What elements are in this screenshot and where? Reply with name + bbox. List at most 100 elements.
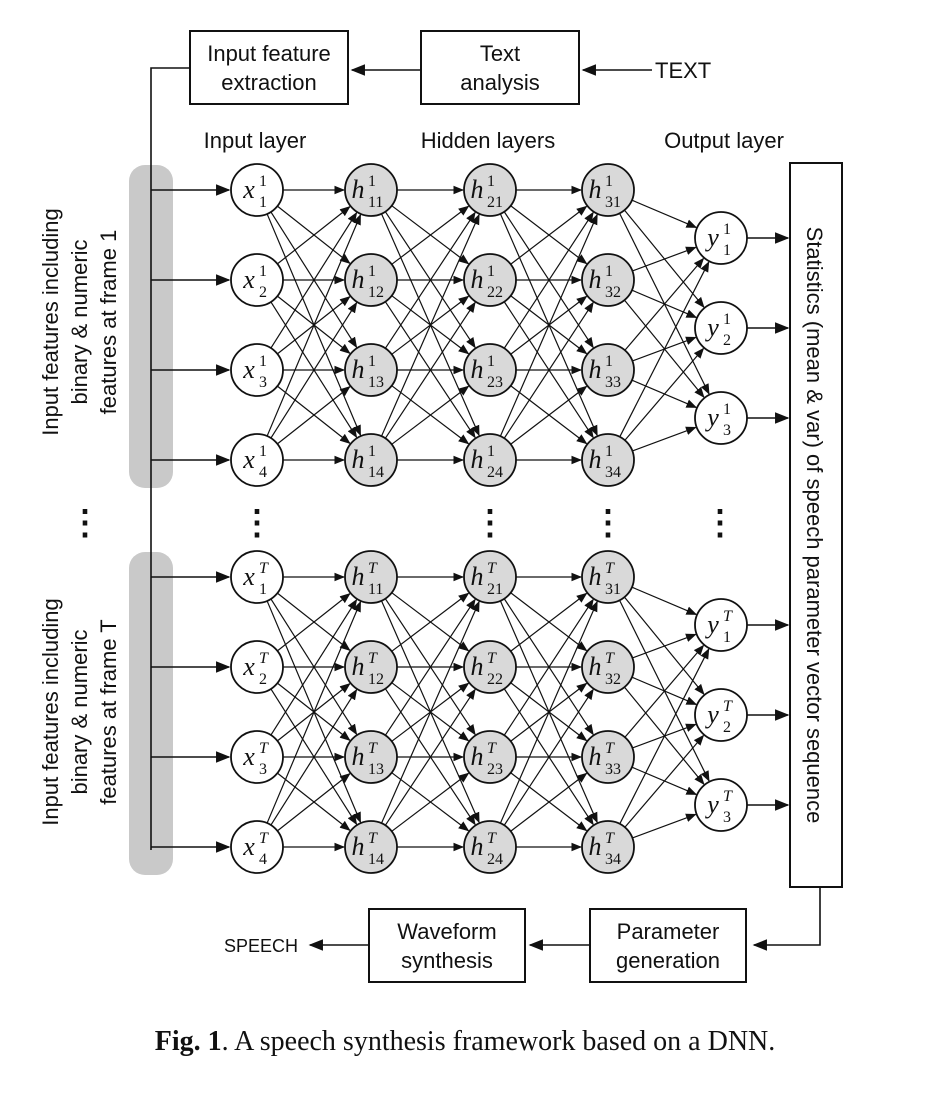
node-circle: [463, 253, 517, 307]
node-superscript: T: [723, 698, 733, 715]
node-superscript: 1: [605, 353, 613, 370]
figure-caption: Fig. 1. A speech synthesis framework bas…: [0, 1026, 930, 1058]
node-circle: [694, 778, 748, 832]
text-analysis-line1: Text: [480, 41, 520, 66]
node-superscript: 1: [605, 173, 613, 190]
connection-edge: [266, 213, 362, 437]
node-circle: [230, 640, 284, 694]
node-circle: [230, 163, 284, 217]
stats-to-generation-arrow: [752, 887, 821, 951]
node-base-label: y: [704, 223, 719, 252]
node-superscript: 1: [259, 353, 267, 370]
connection-edge: [270, 211, 358, 349]
node-subscript: 34: [605, 851, 621, 868]
connection-edge: [510, 385, 588, 445]
input-feature-extraction-box: [189, 30, 349, 105]
connection-edge: [499, 213, 598, 437]
connections-frame-1: [151, 184, 790, 466]
node-superscript: 1: [368, 443, 376, 460]
node-superscript: 1: [723, 221, 731, 238]
node-circle: [230, 433, 284, 487]
node-circle: [230, 253, 284, 307]
node-superscript: T: [605, 650, 615, 667]
frameT-label-line3: features at frame T: [96, 619, 121, 804]
node-circle: [581, 433, 635, 487]
node-circle: [344, 820, 398, 874]
node-base-label: x: [242, 652, 255, 681]
node-base-label: h: [471, 445, 484, 474]
connection-edge: [632, 246, 697, 272]
node-superscript: 1: [605, 263, 613, 280]
connection-edge: [632, 633, 697, 659]
node-superscript: T: [259, 560, 269, 577]
node-subscript: 1: [259, 581, 267, 598]
hidden-layers-header: Hidden layers: [421, 128, 556, 153]
waveform-synthesis-box: [368, 908, 526, 983]
frame1-label-line3: features at frame 1: [96, 230, 121, 415]
connection-edge: [380, 213, 480, 437]
node-base-label: h: [471, 175, 484, 204]
node-base-label: h: [589, 832, 602, 861]
caption-text: . A speech synthesis framework based on …: [221, 1026, 776, 1057]
ellipsis-hidden: ⋮: [473, 505, 507, 542]
node-base-label: y: [704, 403, 719, 432]
connection-edge: [380, 600, 480, 824]
node-subscript: 32: [605, 284, 621, 301]
extraction-line2: extraction: [221, 70, 316, 95]
node-circle: [694, 211, 748, 265]
node-circle: [581, 253, 635, 307]
connection-edge: [266, 600, 362, 824]
node-circle: [344, 730, 398, 784]
node-subscript: 31: [605, 581, 621, 598]
node-superscript: T: [259, 650, 269, 667]
node-base-label: x: [242, 832, 255, 861]
connection-edge: [631, 199, 698, 228]
node-superscript: T: [368, 740, 378, 757]
node-superscript: T: [368, 560, 378, 577]
connection-edge: [499, 600, 598, 824]
node-base-label: h: [352, 742, 365, 771]
node-circle: [344, 433, 398, 487]
statistics-label-group: Statistics (mean & var) of speech parame…: [802, 227, 827, 824]
node-superscript: 1: [487, 443, 495, 460]
node-superscript: T: [487, 560, 497, 577]
frameT-label-line2: binary & numeric: [67, 629, 92, 794]
connection-edge: [510, 205, 588, 265]
node-subscript: 2: [259, 284, 267, 301]
connection-edge: [503, 598, 594, 736]
connection-edge: [277, 773, 351, 832]
text-analysis-box: [420, 30, 580, 105]
connection-edge: [391, 772, 470, 832]
connection-edge: [270, 598, 358, 736]
node-superscript: T: [259, 830, 269, 847]
connection-edge: [270, 301, 358, 439]
connection-edge: [624, 347, 705, 441]
input-layer-header: Input layer: [204, 128, 307, 153]
node-superscript: 1: [487, 353, 495, 370]
connection-edge: [624, 644, 705, 738]
node-superscript: T: [487, 830, 497, 847]
node-base-label: h: [352, 355, 365, 384]
statistics-label: Statistics (mean & var) of speech parame…: [802, 227, 827, 824]
frameT-side-label: Input features including binary & numeri…: [38, 598, 121, 826]
feature-feed-line: [150, 67, 190, 850]
node-subscript: 24: [487, 851, 503, 868]
node-base-label: h: [471, 652, 484, 681]
connection-edge: [277, 593, 351, 652]
node-superscript: T: [259, 740, 269, 757]
frame1-label-line2: binary & numeric: [67, 239, 92, 404]
connection-edge: [503, 688, 594, 826]
node-circle: [344, 640, 398, 694]
node-base-label: h: [471, 562, 484, 591]
node-circle: [230, 730, 284, 784]
